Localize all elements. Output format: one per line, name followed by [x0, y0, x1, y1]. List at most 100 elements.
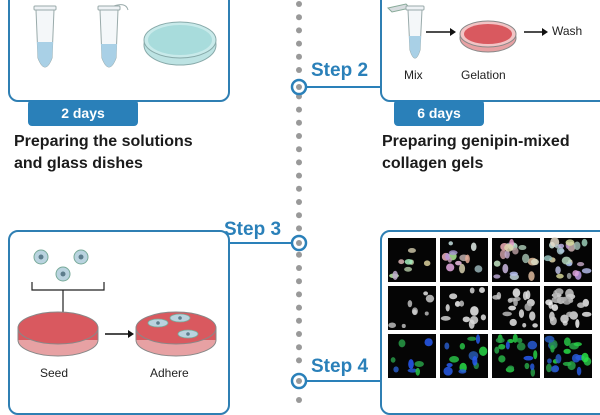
cell-blob — [560, 314, 569, 324]
cell-blob — [404, 258, 413, 265]
cell-blob — [480, 314, 487, 321]
cell-blob — [529, 311, 536, 321]
cell-blob — [528, 271, 535, 281]
cell-blob — [445, 304, 450, 312]
cell-blob — [573, 241, 581, 250]
arrow-icon — [426, 28, 456, 36]
cell-blob — [478, 346, 488, 356]
cell-blob — [508, 305, 517, 311]
cell-blob — [573, 342, 582, 347]
wash-label: Wash — [552, 24, 583, 38]
cell-blob — [414, 360, 424, 368]
cell-blob — [498, 355, 506, 363]
timeline-dot — [296, 278, 302, 285]
cell-blob — [479, 287, 485, 294]
cell-blob — [512, 247, 519, 255]
cell-blob — [493, 260, 501, 267]
arrow-icon — [524, 28, 548, 36]
timeline-dot — [296, 357, 302, 364]
cell-blob — [448, 241, 453, 246]
step2-title-line2: collagen gels — [382, 155, 484, 172]
cell-blob — [475, 334, 481, 344]
cell-blob — [550, 365, 558, 373]
cell-blob — [533, 350, 538, 360]
cell-blob — [499, 249, 507, 260]
cell-blob — [459, 263, 466, 274]
cell-blob — [423, 260, 431, 267]
step2-label: Step 2 — [311, 60, 369, 81]
cell-blob — [470, 306, 479, 316]
cell-blob — [562, 361, 572, 366]
seed-label: Seed — [40, 366, 69, 380]
cell-blob — [504, 250, 510, 259]
timeline-dot — [296, 291, 302, 298]
cell-blob — [498, 343, 506, 350]
cell-blob — [462, 316, 471, 323]
timeline-dot — [296, 225, 302, 232]
cell-blob — [493, 274, 501, 279]
cell-blob — [388, 322, 397, 328]
step4-label: Step 4 — [311, 356, 369, 377]
cell-blob — [392, 270, 398, 280]
cell-blob — [516, 342, 526, 351]
cell-blob — [404, 266, 413, 272]
cell-blob — [424, 338, 433, 347]
cell-blob — [492, 294, 500, 300]
timeline-dot — [296, 304, 302, 311]
timeline-dot — [296, 159, 302, 166]
step1-duration-badge: 2 days — [28, 100, 138, 126]
arrow-icon — [105, 330, 134, 338]
cell-blob — [551, 304, 559, 312]
cell-blob — [459, 343, 466, 350]
cell-blob — [558, 243, 565, 249]
cell-blob — [530, 258, 539, 266]
cell-blob — [577, 302, 585, 308]
step2-illustration — [387, 3, 548, 59]
step3-illustration — [17, 249, 217, 357]
cell-blob — [523, 355, 534, 361]
cell-blob — [398, 339, 406, 348]
cell-blob — [412, 309, 417, 315]
step3-label: Step 3 — [224, 219, 282, 240]
cell-blob — [454, 301, 461, 307]
cell-blob — [566, 272, 572, 280]
cell-blob — [576, 261, 585, 267]
cell-blob — [549, 316, 557, 326]
cell-blob — [424, 311, 429, 316]
cell-blob — [532, 323, 538, 328]
cell-blob — [393, 366, 399, 373]
cell-blob — [518, 309, 525, 318]
cell-blob — [524, 302, 532, 311]
cell-blob — [398, 259, 405, 265]
cell-blob — [530, 363, 535, 371]
cell-blob — [512, 288, 521, 298]
step2-title-line1: Preparing genipin-mixed — [382, 133, 570, 150]
tube-icon — [97, 4, 129, 68]
gel-dish-icon — [17, 311, 99, 357]
cell-blob — [504, 243, 514, 252]
timeline-dot — [296, 317, 302, 324]
cell-blob — [543, 255, 553, 262]
cell-blob — [467, 336, 477, 341]
cell-blob — [494, 346, 500, 354]
timeline-dot — [296, 27, 302, 34]
step1-title-line2: and glass dishes — [14, 155, 143, 172]
cell-blob — [505, 341, 510, 350]
cell-blob — [544, 335, 555, 343]
cell-blob — [474, 265, 483, 273]
microscopy-image-grid — [388, 237, 592, 378]
cell-blob — [565, 239, 575, 246]
cell-icon — [33, 249, 49, 265]
cell-blob — [522, 253, 530, 264]
tube-icon — [33, 5, 57, 68]
timeline-dot — [296, 40, 302, 47]
cell-blob — [561, 256, 572, 265]
cell-blob — [516, 337, 523, 343]
cell-blob — [415, 367, 421, 376]
cell-blob — [509, 271, 518, 276]
cell-blob — [554, 288, 564, 296]
adhere-label: Adhere — [150, 366, 189, 380]
cell-blob — [581, 352, 589, 363]
cell-blob — [470, 242, 477, 252]
timeline-dot — [296, 133, 302, 139]
